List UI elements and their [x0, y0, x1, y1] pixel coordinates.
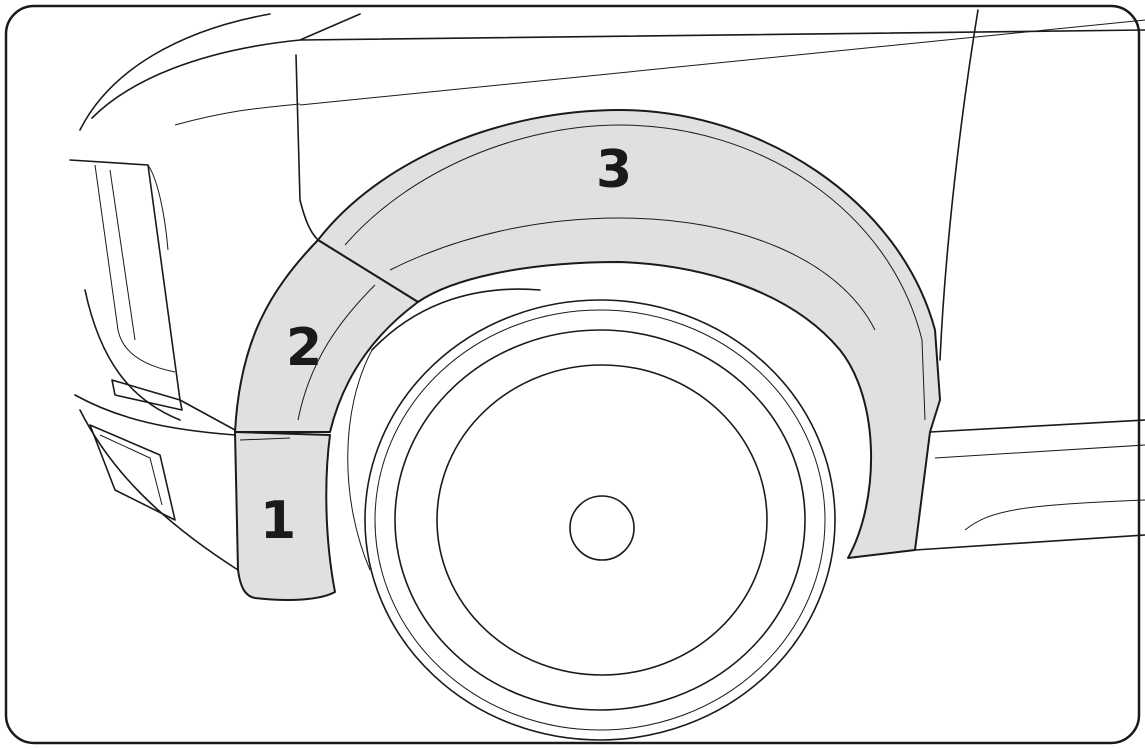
- label-part-2: 2: [286, 318, 322, 378]
- fender-flare-part-1: [234, 431, 336, 601]
- car-body-outline: [69, 9, 1145, 571]
- label-part-3: 3: [596, 140, 632, 200]
- fender-flare-part-3: [317, 109, 941, 559]
- wheel: [347, 288, 836, 741]
- label-part-1: 1: [260, 491, 296, 551]
